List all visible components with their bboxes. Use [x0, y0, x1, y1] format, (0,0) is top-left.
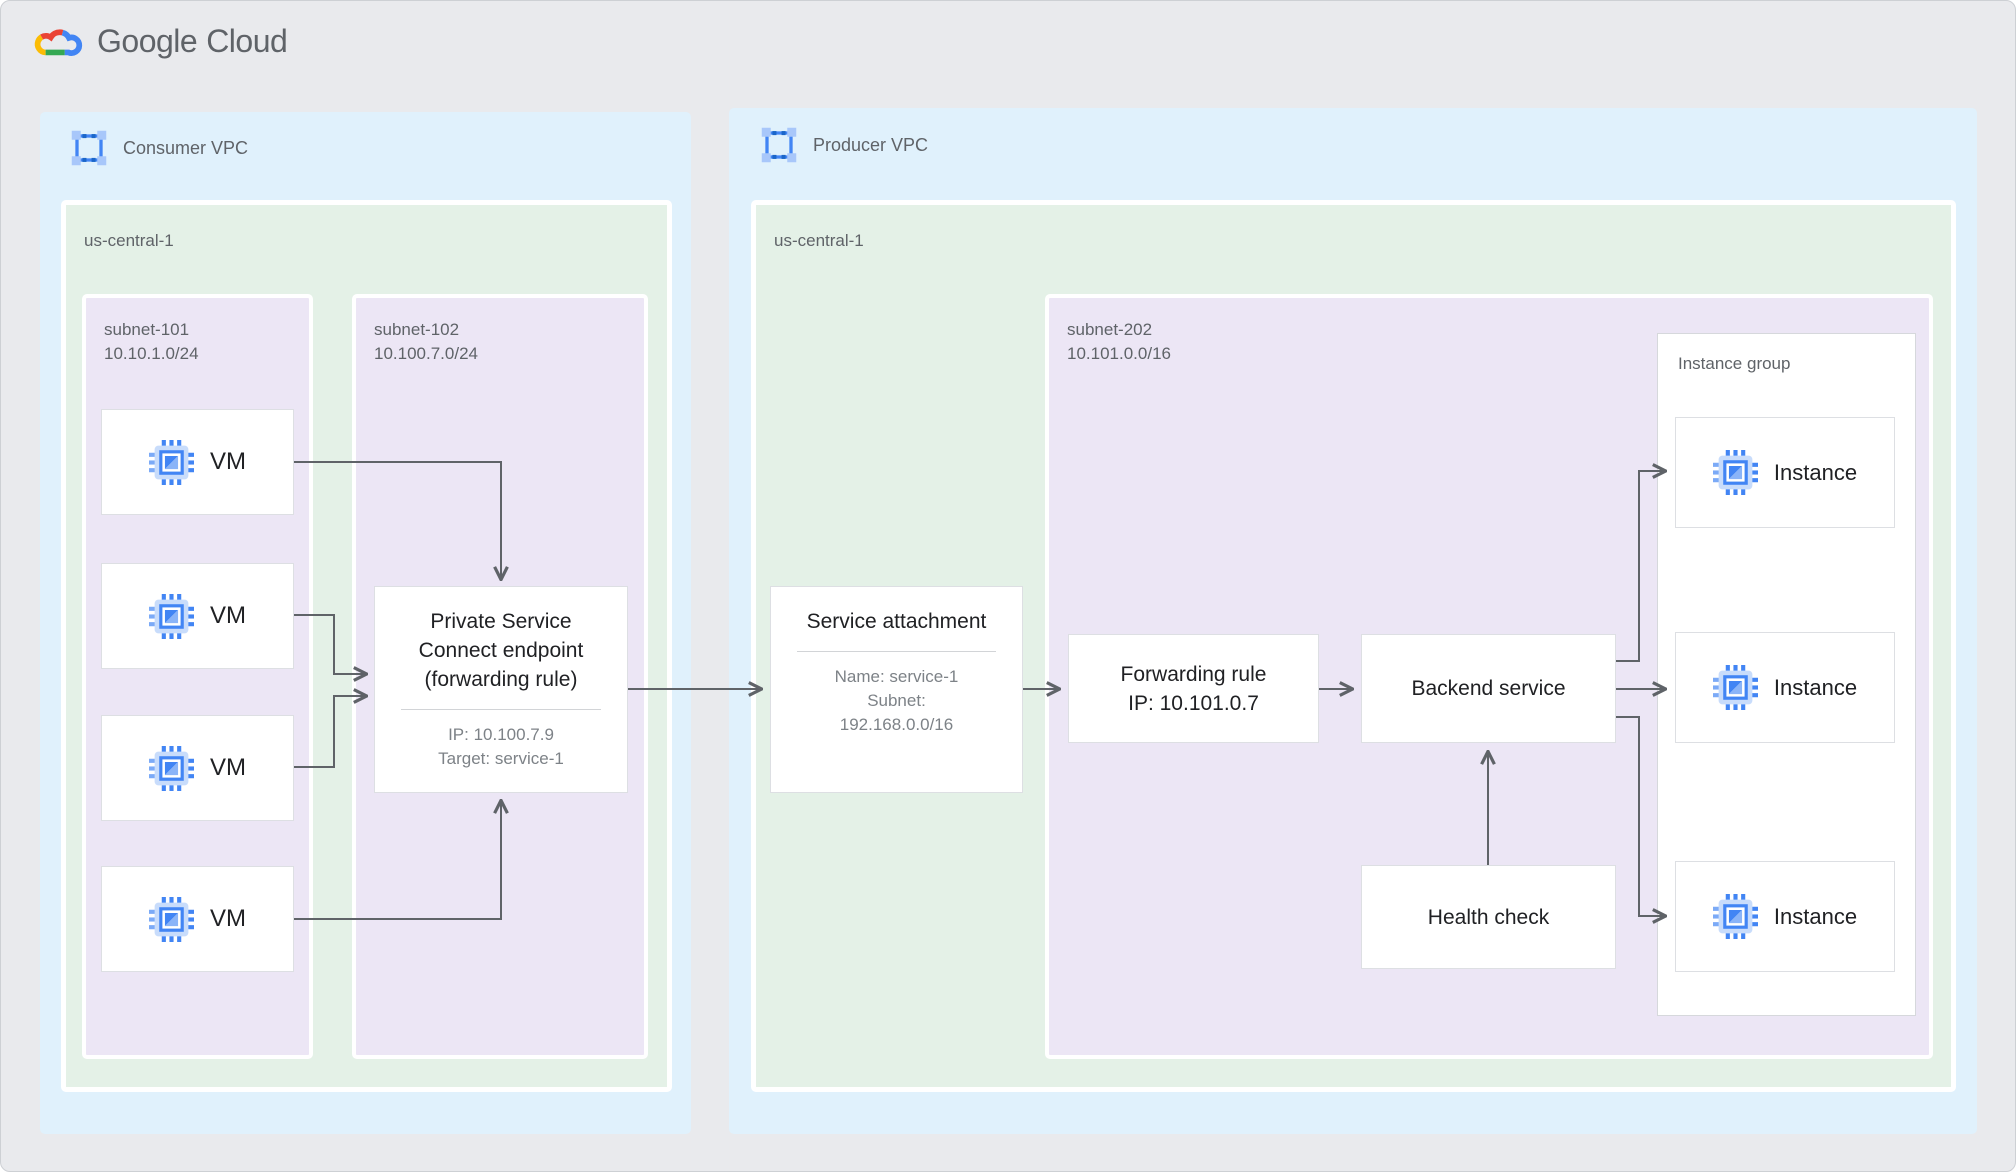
google-cloud-logo-icon	[31, 21, 83, 61]
subnet-101-cidr: 10.10.1.0/24	[104, 344, 199, 363]
service-attachment-subnet-label: Subnet:	[867, 691, 926, 710]
vm-node-3: VM	[101, 715, 294, 821]
subnet-102-label: subnet-102 10.100.7.0/24	[374, 318, 478, 366]
service-attachment-title: Service attachment	[806, 610, 987, 633]
backend-service-node: Backend service	[1361, 634, 1616, 743]
vm-label: VM	[210, 754, 246, 781]
compute-vm-icon	[149, 897, 194, 942]
subnet-202: subnet-202 10.101.0.0/16 Forwarding rule…	[1045, 294, 1933, 1059]
service-attachment-subnet-cidr: 192.168.0.0/16	[839, 715, 954, 734]
vpc-icon	[71, 130, 107, 166]
compute-vm-icon	[1713, 894, 1758, 939]
vm-label: VM	[210, 448, 246, 475]
consumer-vpc-label: Consumer VPC	[123, 137, 249, 158]
instance-label: Instance	[1773, 459, 1858, 485]
vm-label: VM	[210, 905, 246, 932]
instance-node-2: Instance	[1675, 632, 1895, 743]
wordmark-cloud: Cloud	[206, 22, 288, 59]
compute-vm-icon	[1713, 450, 1758, 495]
backend-service-title: Backend service	[1411, 677, 1566, 700]
divider	[401, 709, 601, 710]
subnet-202-cidr: 10.101.0.0/16	[1067, 344, 1171, 363]
instance-node-1: Instance	[1675, 417, 1895, 528]
consumer-vpc-header: Consumer VPC	[71, 130, 248, 166]
subnet-202-name: subnet-202	[1067, 320, 1153, 339]
consumer-vpc-container: Consumer VPC us-central-1 subnet-101 10.…	[40, 112, 691, 1134]
subnet-101-name: subnet-101	[104, 320, 190, 339]
consumer-region: us-central-1 subnet-101 10.10.1.0/24 VM …	[61, 200, 672, 1092]
compute-vm-icon	[149, 746, 194, 791]
instance-group-panel: Instance group Instance Instance Instanc…	[1657, 333, 1916, 1016]
subnet-102-name: subnet-102	[374, 320, 460, 339]
wordmark-google: Google	[97, 22, 198, 59]
compute-vm-icon	[1713, 665, 1758, 710]
health-check-node: Health check	[1361, 865, 1616, 969]
producer-vpc-label: Producer VPC	[813, 134, 929, 155]
psc-endpoint-ip: IP: 10.100.7.9	[448, 725, 554, 744]
forwarding-rule-ip: IP: 10.101.0.7	[1128, 691, 1259, 715]
instance-label: Instance	[1773, 674, 1858, 700]
vm-node-4: VM	[101, 866, 294, 972]
service-attachment-node: Service attachment Name: service-1 Subne…	[770, 586, 1023, 793]
subnet-102-cidr: 10.100.7.0/24	[374, 344, 478, 363]
vm-node-1: VM	[101, 409, 294, 515]
instance-group-label: Instance group	[1678, 354, 1791, 373]
subnet-102: subnet-102 10.100.7.0/24 Private Service…	[352, 294, 648, 1059]
instance-node-3: Instance	[1675, 861, 1895, 972]
subnet-101: subnet-101 10.10.1.0/24 VM VM VM V	[82, 294, 313, 1059]
forwarding-rule-node: Forwarding rule IP: 10.101.0.7	[1068, 634, 1319, 743]
vm-node-2: VM	[101, 563, 294, 669]
compute-vm-icon	[149, 594, 194, 639]
subnet-101-label: subnet-101 10.10.1.0/24	[104, 318, 199, 366]
vpc-icon	[761, 127, 797, 163]
divider	[797, 651, 996, 652]
psc-endpoint-node: Private Service Connect endpoint (forwar…	[374, 586, 628, 793]
consumer-region-label: us-central-1	[84, 231, 174, 250]
subnet-202-label: subnet-202 10.101.0.0/16	[1067, 318, 1171, 366]
instance-label: Instance	[1773, 903, 1858, 929]
compute-vm-icon	[149, 440, 194, 485]
psc-endpoint-target: Target: service-1	[438, 749, 564, 768]
producer-vpc-header: Producer VPC	[761, 127, 928, 163]
producer-region-label: us-central-1	[774, 231, 864, 250]
health-check-title: Health check	[1427, 905, 1550, 929]
forwarding-rule-title: Forwarding rule	[1120, 662, 1267, 686]
vm-label: VM	[210, 602, 246, 629]
producer-vpc-container: Producer VPC us-central-1 Service attach…	[729, 108, 1977, 1134]
producer-region: us-central-1 Service attachment Name: se…	[751, 200, 1956, 1092]
psc-endpoint-title: Private Service Connect endpoint (forwar…	[418, 610, 584, 691]
service-attachment-name: Name: service-1	[834, 667, 959, 686]
